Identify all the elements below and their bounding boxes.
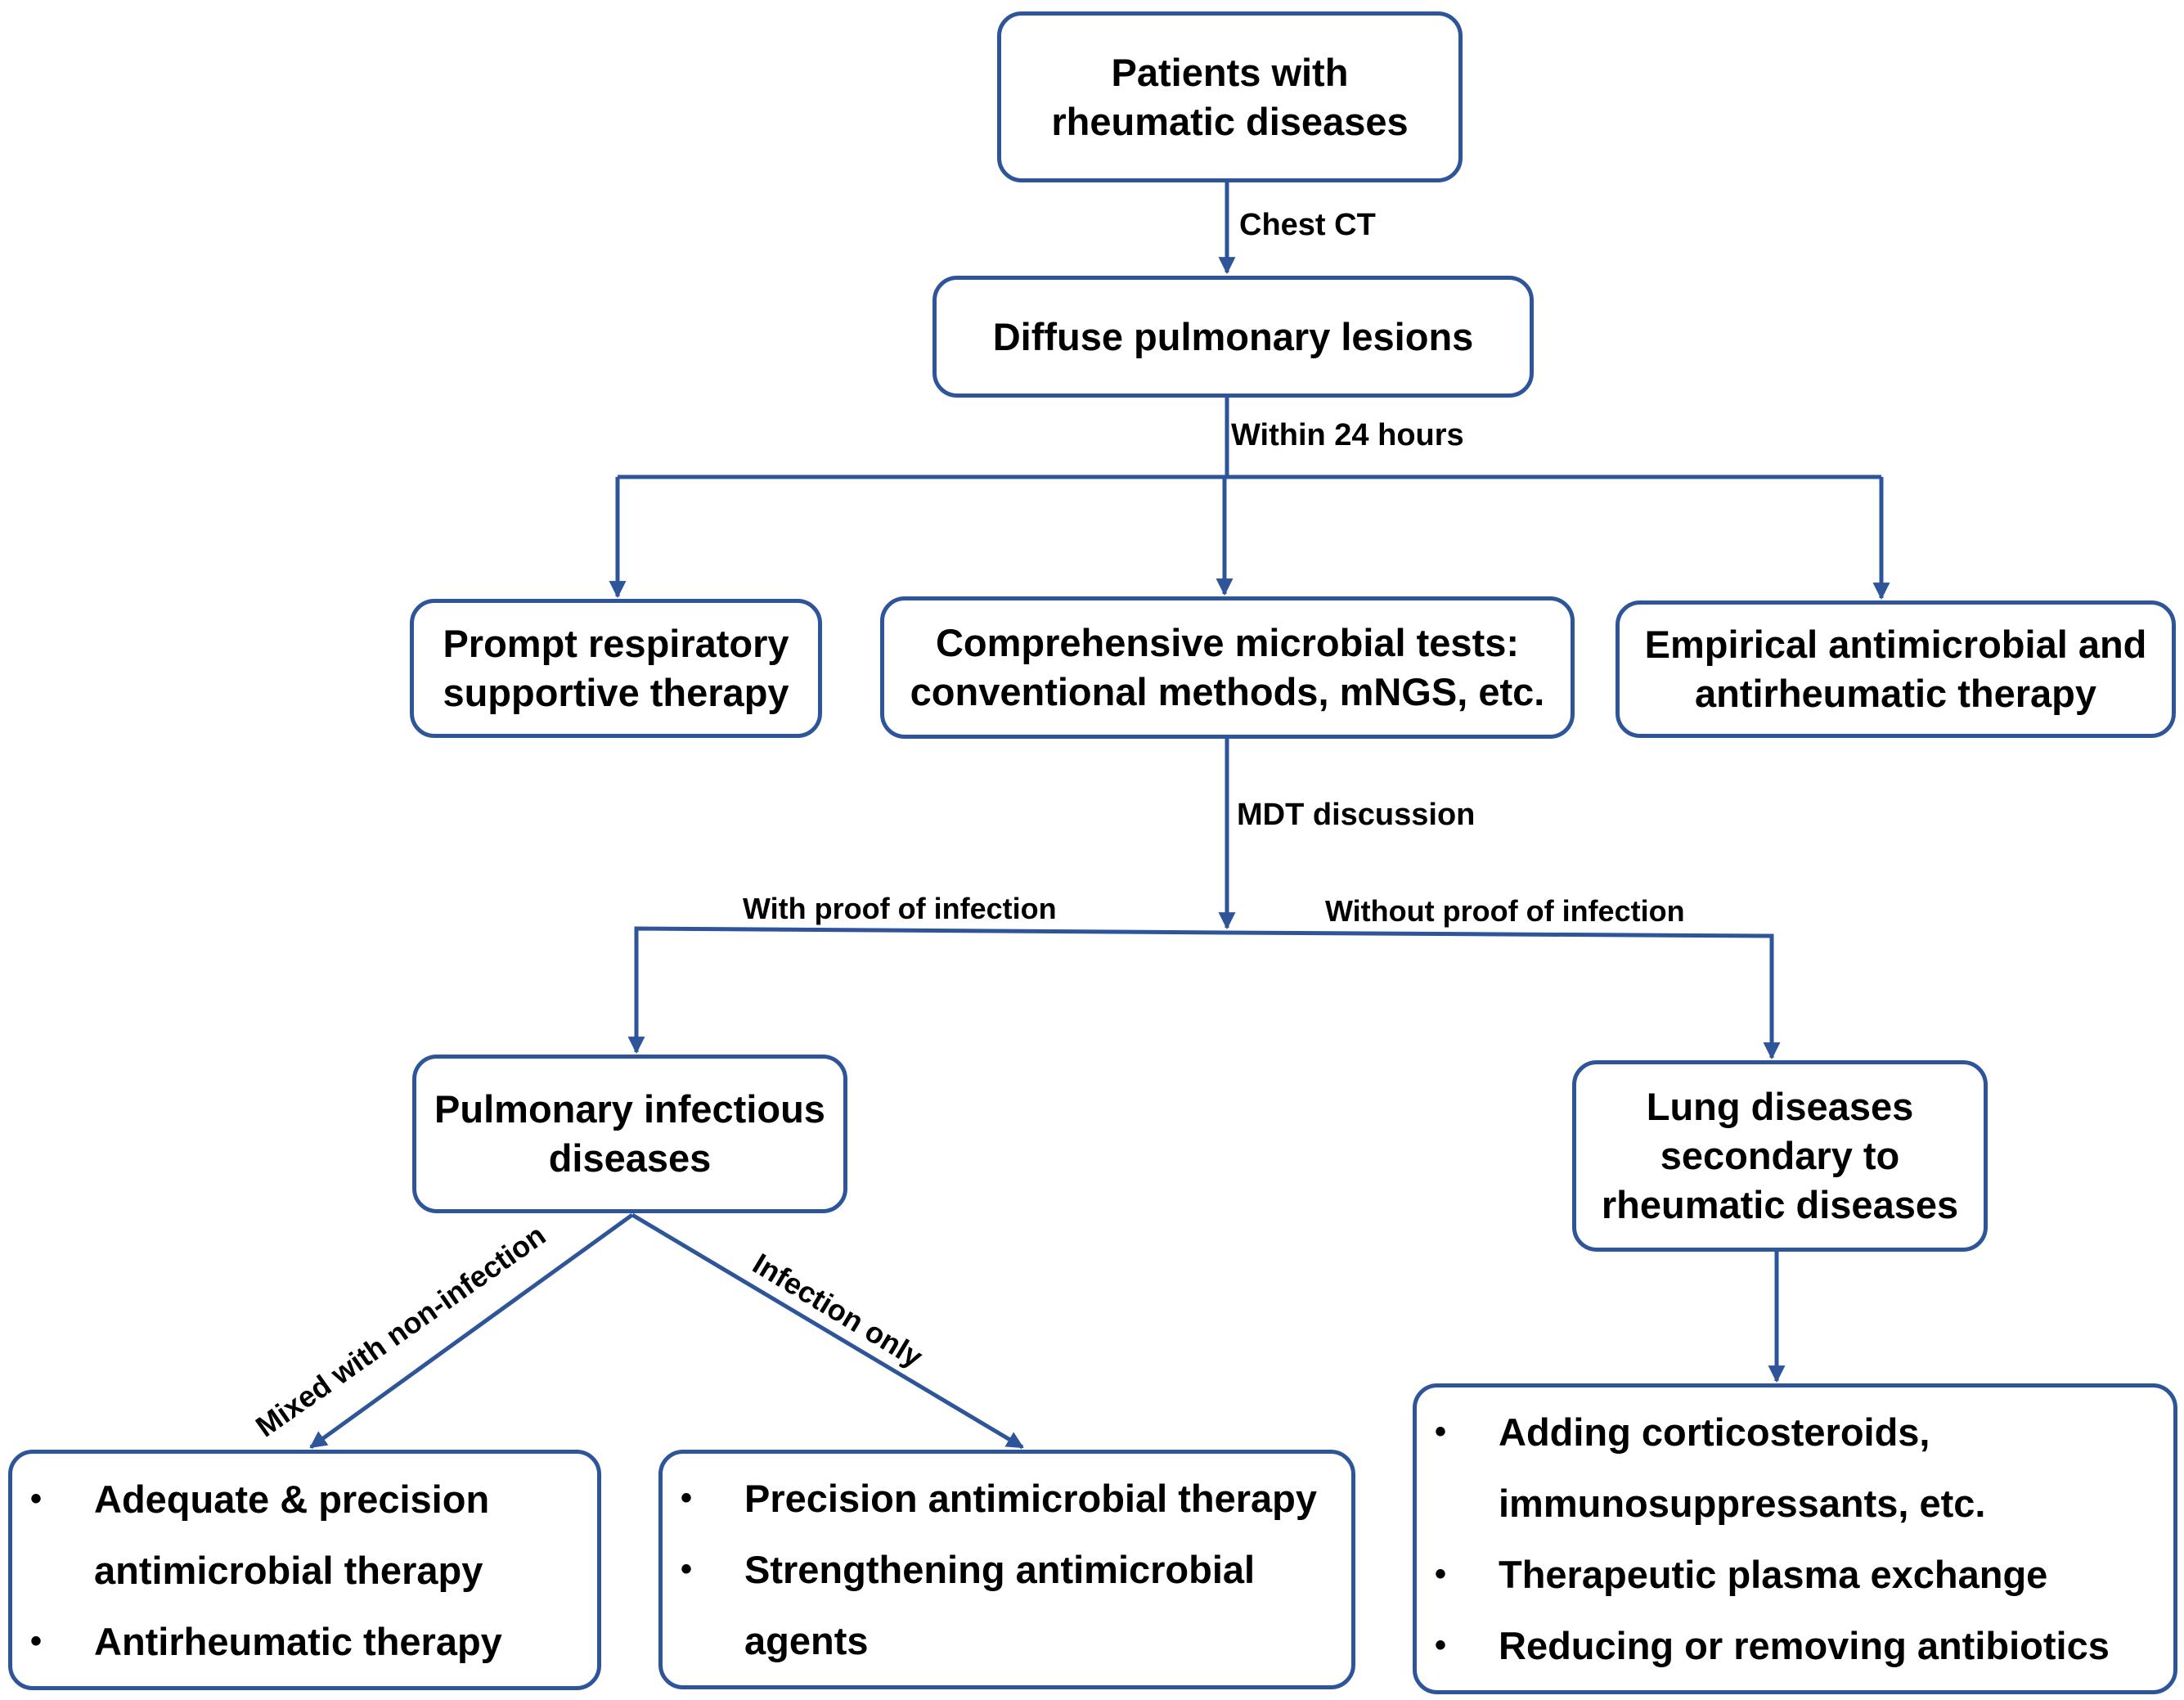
secondary-therapy-box: Adding corticosteroids, immunosuppressan…: [1413, 1383, 2177, 1694]
list-item: Adequate & precision: [12, 1464, 502, 1535]
arrow-mixed: [309, 1212, 634, 1450]
list-item: Antirheumatic therapy: [12, 1606, 502, 1677]
list-item: Adding corticosteroids,: [1417, 1396, 2110, 1468]
list-item-continuation: antimicrobial therapy: [94, 1548, 483, 1592]
empirical-therapy-text: Empirical antimicrobial and antirheumati…: [1644, 623, 2147, 715]
label-with-proof: With proof of infection: [743, 892, 1057, 925]
pulmonary-infectious-box: Pulmonary infectious diseases: [412, 1055, 847, 1213]
arrow-without-proof: [1226, 930, 1781, 1060]
lung-secondary-box: Lung diseases secondary to rheumatic dis…: [1572, 1060, 1988, 1252]
microbial-tests-text: Comprehensive microbial tests: conventio…: [910, 621, 1545, 713]
microbial-tests-box: Comprehensive microbial tests: conventio…: [880, 596, 1575, 739]
diffuse-lesions-text: Diffuse pulmonary lesions: [992, 314, 1474, 358]
arrow-infection-only: [631, 1212, 1024, 1450]
infection-only-therapy-list: Precision antimicrobial therapy Strength…: [663, 1463, 1317, 1676]
list-item-continuation: agents: [744, 1619, 869, 1662]
label-within-24-hours: Within 24 hours: [1231, 418, 1464, 452]
label-chest-ct: Chest CT: [1239, 208, 1376, 242]
list-item: Reducing or removing antibiotics: [1417, 1610, 2110, 1681]
secondary-therapy-list: Adding corticosteroids, immunosuppressan…: [1417, 1396, 2110, 1681]
diffuse-lesions-box: Diffuse pulmonary lesions: [932, 276, 1534, 398]
list-item-continuation: immunosuppressants, etc.: [1499, 1482, 1986, 1525]
pulmonary-infectious-text: Pulmonary infectious diseases: [434, 1087, 825, 1180]
patients-text: Patients with rheumatic diseases: [1051, 50, 1409, 143]
empirical-therapy-box: Empirical antimicrobial and antirheumati…: [1616, 600, 2176, 738]
mixed-therapy-list: Adequate & precision antimicrobial thera…: [12, 1464, 502, 1677]
infection-only-therapy-box: Precision antimicrobial therapy Strength…: [658, 1450, 1355, 1689]
lung-secondary-text: Lung diseases secondary to rheumatic dis…: [1601, 1085, 1959, 1226]
patients-box: Patients with rheumatic diseases: [997, 11, 1463, 182]
label-without-proof: Without proof of infection: [1325, 894, 1685, 928]
respiratory-therapy-text: Prompt respiratory supportive therapy: [443, 622, 789, 714]
mixed-therapy-box: Adequate & precision antimicrobial thera…: [8, 1450, 601, 1690]
list-item: Strengthening antimicrobial: [663, 1534, 1317, 1605]
list-item: Therapeutic plasma exchange: [1417, 1539, 2110, 1610]
label-mdt-discussion: MDT discussion: [1237, 798, 1476, 832]
respiratory-therapy-box: Prompt respiratory supportive therapy: [410, 599, 822, 738]
arrow-with-proof: [627, 926, 1228, 1055]
list-item: Precision antimicrobial therapy: [663, 1463, 1317, 1534]
